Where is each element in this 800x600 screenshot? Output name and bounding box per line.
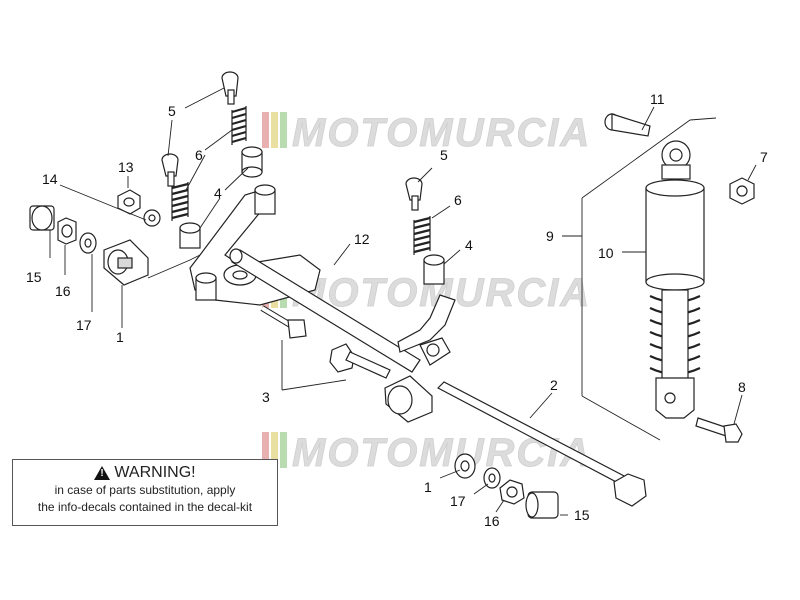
callout-6-left: 6 bbox=[195, 147, 203, 163]
svg-text:MOTOMURCIA: MOTOMURCIA bbox=[292, 111, 591, 155]
silent-block-1-right bbox=[454, 453, 476, 479]
warning-triangle-icon bbox=[94, 466, 111, 480]
long-bolt-2 bbox=[437, 381, 647, 507]
bolt-3-lower bbox=[329, 343, 391, 379]
callout-6-right: 6 bbox=[454, 192, 462, 208]
callout-5-right: 5 bbox=[440, 147, 448, 163]
nut-7 bbox=[729, 177, 755, 205]
callout-3: 3 bbox=[262, 389, 270, 405]
callout-5-left: 5 bbox=[168, 103, 176, 119]
nut-16-left bbox=[57, 217, 77, 245]
leader-lines bbox=[49, 87, 757, 516]
callout-9: 9 bbox=[546, 228, 554, 244]
pin-right bbox=[405, 177, 423, 211]
bolt-3-upper bbox=[260, 305, 307, 339]
washer-17-right bbox=[483, 467, 501, 489]
callout-16-right: 16 bbox=[484, 513, 500, 529]
callout-1-right: 1 bbox=[424, 479, 432, 495]
pin-left-lower bbox=[161, 153, 179, 187]
callout-15-right: 15 bbox=[574, 507, 590, 523]
watermark-top: MOTOMURCIA bbox=[262, 111, 591, 155]
nut-16-right bbox=[499, 479, 525, 505]
callout-11: 11 bbox=[650, 91, 665, 107]
washer-17-left bbox=[79, 232, 97, 254]
callout-17-left: 17 bbox=[76, 317, 92, 333]
callout-16-left: 16 bbox=[55, 283, 71, 299]
warning-notice: WARNING! in case of parts substitution, … bbox=[12, 459, 278, 526]
shaft-12 bbox=[229, 248, 421, 373]
callout-12: 12 bbox=[354, 231, 370, 247]
pin-left-upper bbox=[221, 71, 239, 105]
callout-2: 2 bbox=[550, 377, 558, 393]
cap-15-left bbox=[29, 205, 55, 231]
cap-15-right bbox=[525, 491, 559, 519]
washer-14 bbox=[143, 209, 161, 227]
central-bracket bbox=[397, 294, 456, 366]
callout-4-left: 4 bbox=[214, 185, 222, 201]
spring-left-lower bbox=[171, 182, 189, 221]
warning-line-1: in case of parts substitution, apply bbox=[54, 483, 236, 497]
warning-line-2: the info-decals contained in the decal-k… bbox=[37, 500, 253, 514]
bolt-8 bbox=[695, 417, 743, 443]
bush-right bbox=[423, 254, 445, 285]
callout-15-left: 15 bbox=[26, 269, 42, 285]
callout-8: 8 bbox=[738, 379, 746, 395]
callout-1-left: 1 bbox=[116, 329, 124, 345]
silent-block-1-center bbox=[384, 375, 433, 423]
spring-right bbox=[413, 216, 431, 255]
callout-14: 14 bbox=[42, 171, 58, 187]
bush-left-upper bbox=[179, 146, 276, 301]
shock-absorber-10 bbox=[645, 140, 705, 419]
warning-title: WARNING! bbox=[13, 464, 277, 482]
nut-13 bbox=[117, 189, 141, 215]
silent-block-1-left bbox=[103, 239, 149, 286]
spring-left-upper bbox=[231, 106, 247, 145]
callout-4-right: 4 bbox=[465, 237, 473, 253]
callout-10: 10 bbox=[598, 245, 614, 261]
callout-7: 7 bbox=[760, 149, 768, 165]
callout-labels: 5 6 4 13 14 15 16 17 1 3 12 5 6 4 1 17 1… bbox=[26, 91, 768, 529]
warning-title-text: WARNING! bbox=[114, 464, 196, 481]
callout-13: 13 bbox=[118, 159, 134, 175]
callout-17-right: 17 bbox=[450, 493, 466, 509]
bolt-11 bbox=[604, 113, 651, 137]
